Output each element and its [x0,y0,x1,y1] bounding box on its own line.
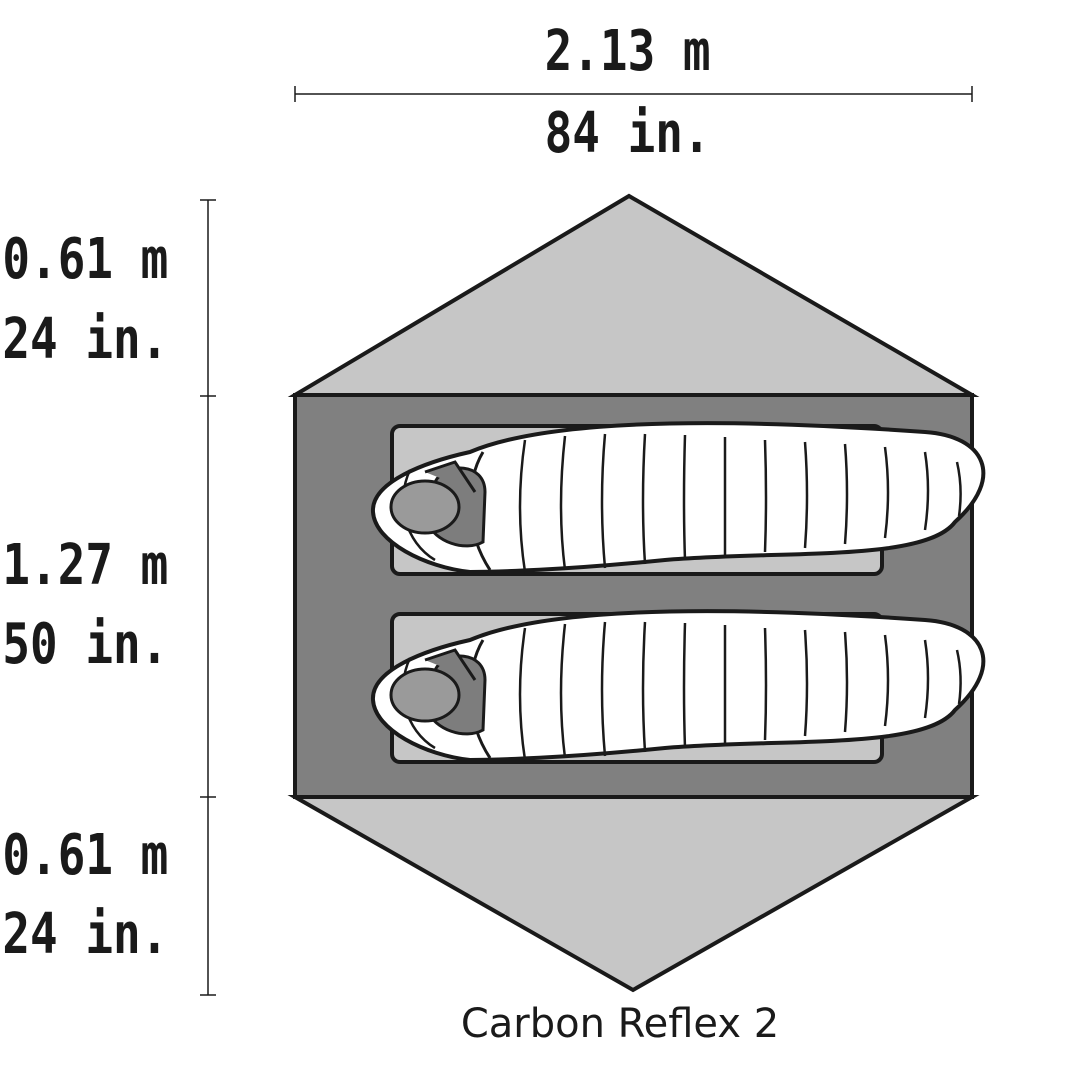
width-metric-label: 2.13 m [544,19,711,84]
width-dimension-line [294,86,973,102]
front-vestibule-imperial-label: 24 in. [2,307,168,372]
back-vestibule-metric-label: 0.61 m [2,823,168,888]
floor-width-imperial-label: 50 in. [2,612,168,677]
back-vestibule [287,795,980,993]
front-vestibule-metric-label: 0.61 m [2,227,168,292]
floor-width-metric-label: 1.27 m [2,533,168,598]
front-vestibule [287,193,980,397]
depth-dimension-line [200,199,216,996]
product-name: Carbon Reflex 2 [460,1001,780,1047]
width-imperial-label: 84 in. [544,101,711,166]
back-vestibule-imperial-label: 24 in. [2,902,168,967]
